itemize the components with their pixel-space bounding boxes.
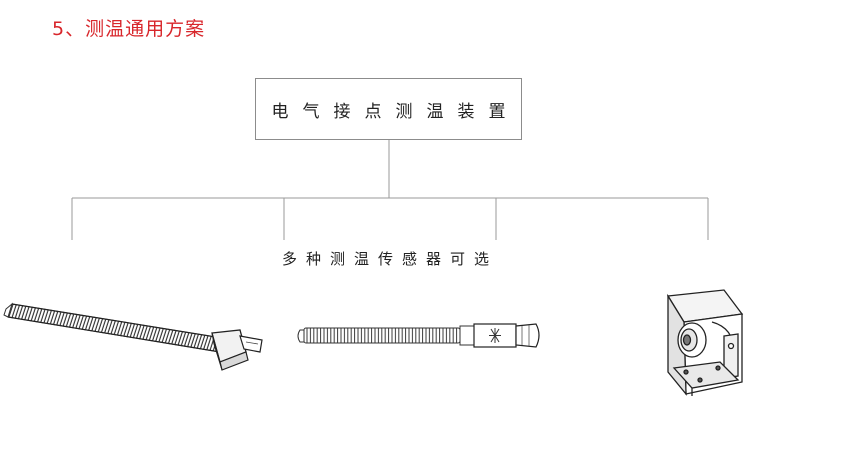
section-title: 5、测温通用方案: [52, 18, 206, 40]
sensor-options-caption: 多种测温传感器可选: [281, 250, 498, 268]
root-label: 电气接点测温装置: [271, 101, 520, 122]
root-node: 电气接点测温装置: [255, 78, 522, 140]
